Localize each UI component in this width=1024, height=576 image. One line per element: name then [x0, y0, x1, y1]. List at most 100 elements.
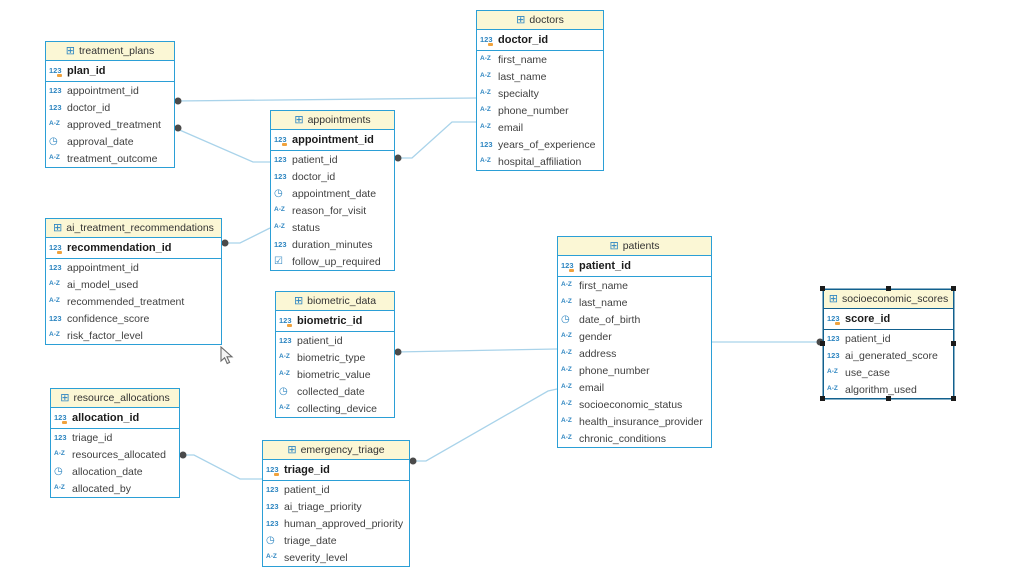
column-row[interactable]: A-Z last_name	[558, 294, 711, 311]
table-header[interactable]: ⊞ doctors	[477, 11, 603, 30]
column-row[interactable]: ☑ follow_up_required	[271, 253, 394, 270]
relationship-line-resource_allocations-emergency_triage[interactable]	[180, 454, 262, 480]
int-type-icon: 123	[49, 313, 62, 323]
table-header[interactable]: ⊞ appointments	[271, 111, 394, 130]
column-row[interactable]: ◷ triage_date	[263, 532, 409, 549]
primary-key-row[interactable]: 123 allocation_id	[51, 408, 179, 429]
text-type-icon: A-Z	[279, 370, 290, 378]
relationship-line-emergency_triage-patients[interactable]	[410, 388, 558, 462]
column-row[interactable]: 123 appointment_id	[46, 82, 174, 99]
table-socioeconomic_scores[interactable]: ⊞ socioeconomic_scores 123 score_id 123 …	[823, 289, 954, 399]
column-row[interactable]: 123 ai_triage_priority	[263, 498, 409, 515]
table-biometric_data[interactable]: ⊞ biometric_data 123 biometric_id 123 pa…	[275, 291, 395, 418]
column-row[interactable]: A-Z approved_treatment	[46, 116, 174, 133]
column-row[interactable]: A-Z collecting_device	[276, 400, 394, 417]
table-header[interactable]: ⊞ emergency_triage	[263, 441, 409, 460]
column-row[interactable]: 123 doctor_id	[46, 99, 174, 116]
column-row[interactable]: A-Z severity_level	[263, 549, 409, 566]
table-header[interactable]: ⊞ biometric_data	[276, 292, 394, 311]
column-row[interactable]: A-Z status	[271, 219, 394, 236]
selection-handle-nw[interactable]	[820, 286, 825, 291]
column-row[interactable]: A-Z biometric_value	[276, 366, 394, 383]
column-row[interactable]: 123 years_of_experience	[477, 136, 603, 153]
table-treatment_plans[interactable]: ⊞ treatment_plans 123 plan_id 123 appoin…	[45, 41, 175, 168]
column-row[interactable]: 123 doctor_id	[271, 168, 394, 185]
column-row[interactable]: A-Z resources_allocated	[51, 446, 179, 463]
table-emergency_triage[interactable]: ⊞ emergency_triage 123 triage_id 123 pat…	[262, 440, 410, 567]
table-appointments[interactable]: ⊞ appointments 123 appointment_id 123 pa…	[270, 110, 395, 271]
column-row[interactable]: A-Z reason_for_visit	[271, 202, 394, 219]
selection-handle-sw[interactable]	[820, 396, 825, 401]
column-row[interactable]: A-Z allocated_by	[51, 480, 179, 497]
table-header[interactable]: ⊞ treatment_plans	[46, 42, 174, 61]
table-ai_treatment_recommendations[interactable]: ⊞ ai_treatment_recommendations 123 recom…	[45, 218, 222, 345]
primary-key-row[interactable]: 123 recommendation_id	[46, 238, 221, 259]
column-row[interactable]: A-Z biometric_type	[276, 349, 394, 366]
column-row[interactable]: A-Z specialty	[477, 85, 603, 102]
column-row[interactable]: A-Z address	[558, 345, 711, 362]
selection-handle-s[interactable]	[885, 396, 891, 401]
table-patients[interactable]: ⊞ patients 123 patient_id A-Z first_name…	[557, 236, 712, 448]
column-row[interactable]: A-Z recommended_treatment	[46, 293, 221, 310]
column-row[interactable]: A-Z email	[558, 379, 711, 396]
table-header[interactable]: ⊞ patients	[558, 237, 711, 256]
column-row[interactable]: 123 appointment_id	[46, 259, 221, 276]
primary-key-row[interactable]: 123 triage_id	[263, 460, 409, 481]
text-type-icon: A-Z	[279, 353, 290, 361]
selection-handle-ne[interactable]	[951, 286, 956, 291]
relationship-line-appointments-doctors[interactable]	[395, 121, 476, 159]
column-row[interactable]: A-Z socioeconomic_status	[558, 396, 711, 413]
column-row[interactable]: A-Z first_name	[477, 51, 603, 68]
column-row[interactable]: A-Z algorithm_used	[824, 381, 953, 398]
column-row[interactable]: A-Z health_insurance_provider	[558, 413, 711, 430]
table-header[interactable]: ⊞ socioeconomic_scores	[824, 290, 953, 309]
column-row[interactable]: 123 ai_generated_score	[824, 347, 953, 364]
primary-key-row[interactable]: 123 plan_id	[46, 61, 174, 82]
selection-handle-se[interactable]	[951, 396, 956, 401]
column-row[interactable]: A-Z use_case	[824, 364, 953, 381]
column-row[interactable]: 123 patient_id	[271, 151, 394, 168]
column-row[interactable]: A-Z risk_factor_level	[46, 327, 221, 344]
selection-handle-w[interactable]	[820, 341, 825, 346]
column-row[interactable]: 123 confidence_score	[46, 310, 221, 327]
column-row[interactable]: A-Z phone_number	[477, 102, 603, 119]
text-type-icon: A-Z	[561, 366, 572, 374]
relationship-line-treatment_plans-appointments[interactable]	[174, 127, 270, 163]
relationship-line-biometric_data-patients[interactable]	[394, 348, 558, 353]
primary-key-row[interactable]: 123 appointment_id	[271, 130, 394, 151]
column-row[interactable]: ◷ appointment_date	[271, 185, 394, 202]
primary-key-row[interactable]: 123 biometric_id	[276, 311, 394, 332]
column-row[interactable]: 123 human_approved_priority	[263, 515, 409, 532]
column-row[interactable]: A-Z chronic_conditions	[558, 430, 711, 447]
primary-key-row[interactable]: 123 score_id	[824, 309, 953, 330]
column-row[interactable]: A-Z email	[477, 119, 603, 136]
column-name: patient_id	[579, 260, 631, 272]
column-row[interactable]: ◷ collected_date	[276, 383, 394, 400]
column-row[interactable]: 123 patient_id	[263, 481, 409, 498]
column-row[interactable]: ◷ approval_date	[46, 133, 174, 150]
selection-handle-e[interactable]	[951, 341, 956, 346]
column-row[interactable]: A-Z first_name	[558, 277, 711, 294]
column-row[interactable]: A-Z gender	[558, 328, 711, 345]
relationship-line-treatment_plans-doctors[interactable]	[174, 97, 477, 102]
column-row[interactable]: A-Z phone_number	[558, 362, 711, 379]
primary-key-row[interactable]: 123 doctor_id	[477, 30, 603, 51]
relationship-line-ai_treatment_recommendations-appointments[interactable]	[222, 227, 271, 244]
column-row[interactable]: ◷ allocation_date	[51, 463, 179, 480]
column-row[interactable]: 123 patient_id	[824, 330, 953, 347]
column-row[interactable]: A-Z ai_model_used	[46, 276, 221, 293]
column-row[interactable]: 123 patient_id	[276, 332, 394, 349]
column-row[interactable]: 123 duration_minutes	[271, 236, 394, 253]
column-row[interactable]: ◷ date_of_birth	[558, 311, 711, 328]
table-resource_allocations[interactable]: ⊞ resource_allocations 123 allocation_id…	[50, 388, 180, 498]
selection-handle-n[interactable]	[885, 286, 891, 291]
table-header[interactable]: ⊞ ai_treatment_recommendations	[46, 219, 221, 238]
primary-key-row[interactable]: 123 patient_id	[558, 256, 711, 277]
column-row[interactable]: 123 triage_id	[51, 429, 179, 446]
table-doctors[interactable]: ⊞ doctors 123 doctor_id A-Z first_name A…	[476, 10, 604, 171]
column-row[interactable]: A-Z treatment_outcome	[46, 150, 174, 167]
table-header[interactable]: ⊞ resource_allocations	[51, 389, 179, 408]
column-row[interactable]: A-Z hospital_affiliation	[477, 153, 603, 170]
column-row[interactable]: A-Z last_name	[477, 68, 603, 85]
